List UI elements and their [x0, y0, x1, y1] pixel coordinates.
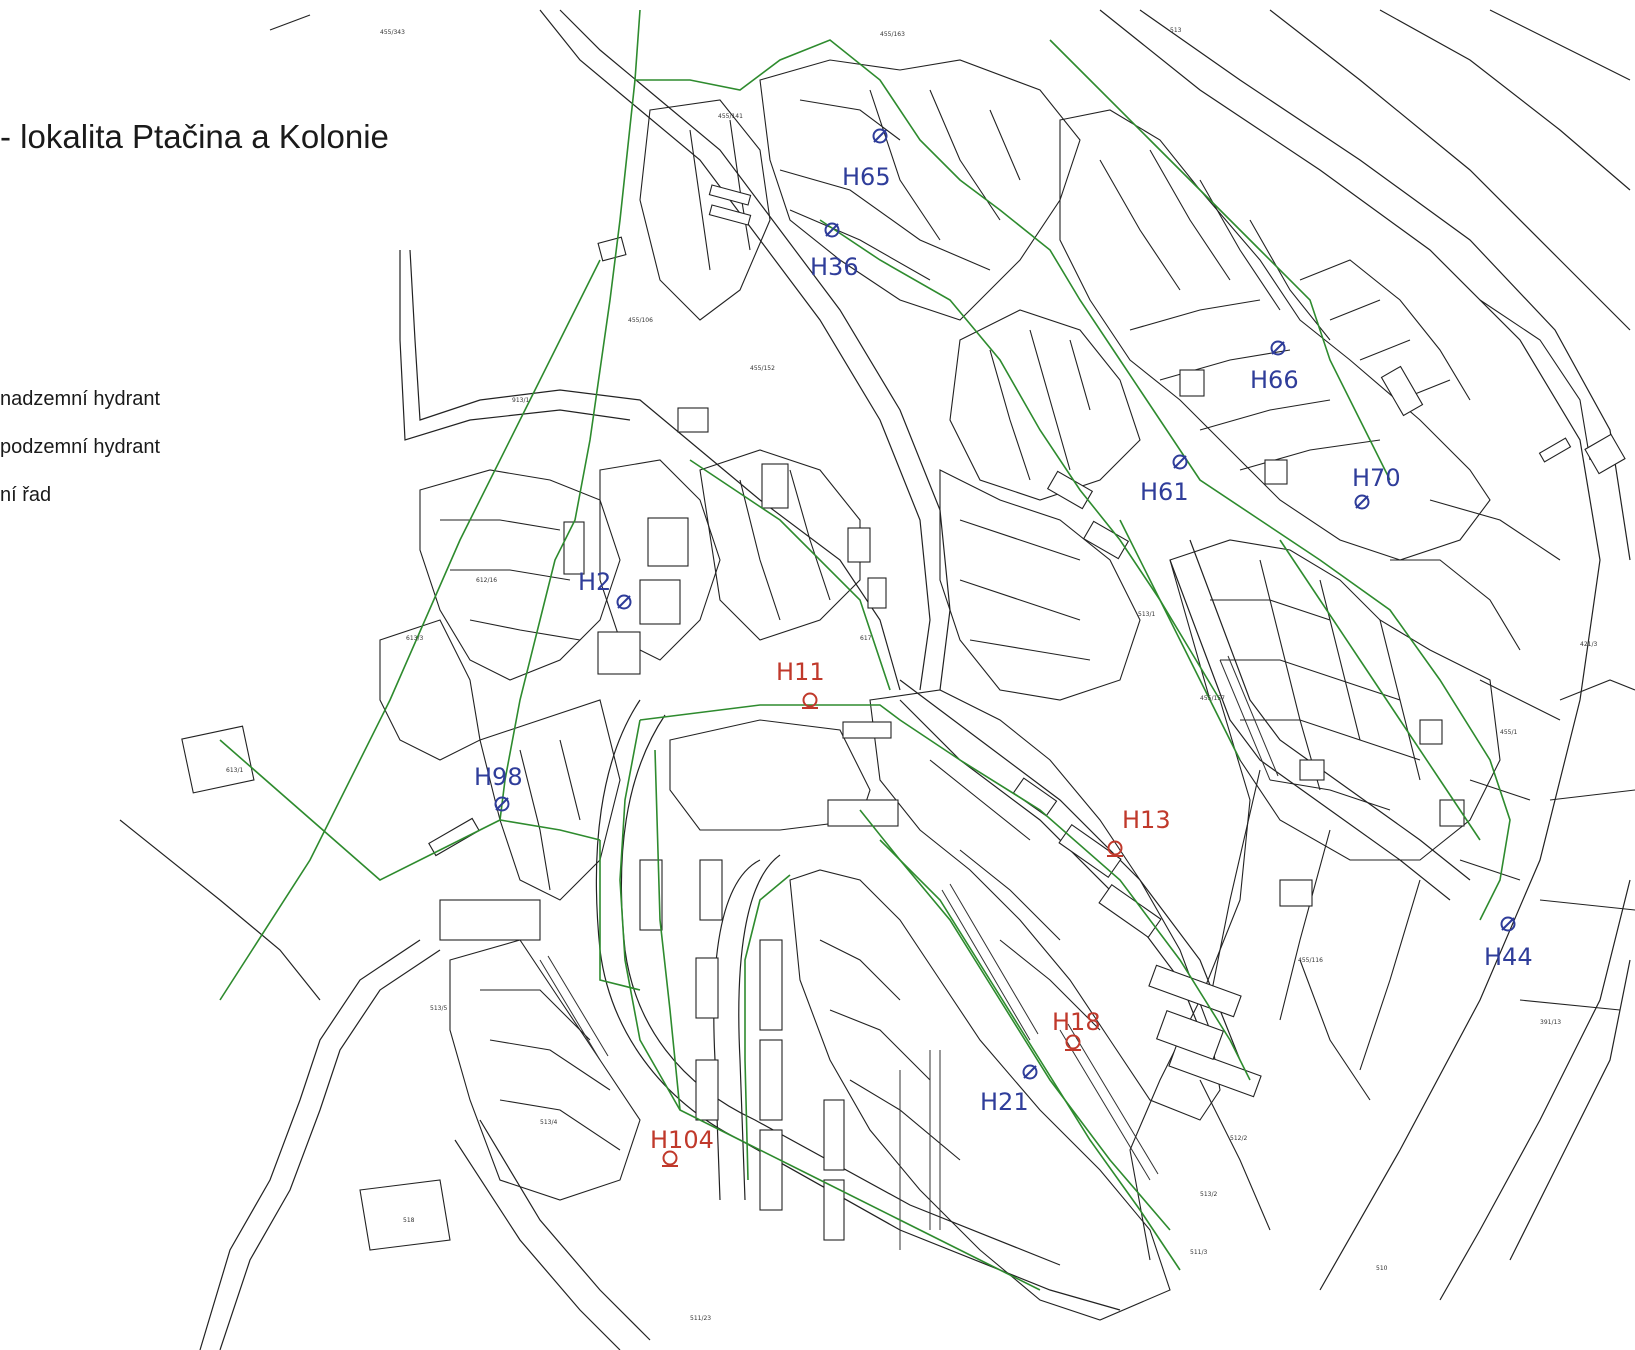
parcel-boundaries	[359, 59, 1635, 1321]
hydrant-symbol-bar	[617, 595, 631, 609]
hydrant-symbol-bar	[1501, 917, 1515, 931]
svg-text:421/3: 421/3	[1580, 641, 1597, 648]
hydrant-label: H66	[1250, 366, 1299, 394]
hydrant-label: H61	[1140, 478, 1189, 506]
hydrant-h2[interactable]: H2	[578, 568, 632, 610]
hydrant-symbol	[1270, 340, 1286, 356]
hydrant-symbol	[616, 594, 632, 610]
hydrant-h65[interactable]: H65	[842, 128, 891, 192]
svg-text:455/157: 455/157	[1200, 695, 1225, 702]
svg-text:513/1: 513/1	[1138, 611, 1155, 618]
map-title: - lokalita Ptačina a Kolonie	[0, 118, 389, 155]
svg-text:455/1: 455/1	[1500, 729, 1517, 736]
svg-text:455/116: 455/116	[1298, 957, 1323, 964]
svg-text:513/4: 513/4	[540, 1119, 557, 1126]
hydrant-h21[interactable]: H21	[980, 1064, 1038, 1117]
svg-text:455/106: 455/106	[628, 317, 653, 324]
hydrant-symbol	[494, 796, 510, 812]
hydrant-symbol	[1354, 494, 1370, 510]
legend-above-ground: nadzemní hydrant	[0, 388, 161, 410]
svg-text:511/23: 511/23	[690, 1315, 711, 1322]
svg-text:510: 510	[1376, 1265, 1388, 1272]
hydrant-symbol	[1107, 840, 1123, 856]
hydrant-symbol	[1172, 454, 1188, 470]
hydrant-symbol-bar	[1355, 495, 1369, 509]
hydrant-h36[interactable]: H36	[810, 222, 859, 282]
hydrant-symbol	[872, 128, 888, 144]
svg-text:613/1: 613/1	[226, 767, 243, 774]
hydrant-h18[interactable]: H18	[1052, 1008, 1101, 1051]
svg-text:612/16: 612/16	[476, 577, 497, 584]
hydrant-symbol-bar	[495, 797, 509, 811]
hydrant-label: H21	[980, 1088, 1029, 1116]
hydrant-h104[interactable]: H104	[650, 1126, 714, 1167]
svg-text:513: 513	[1170, 27, 1182, 34]
hydrant-h11[interactable]: H11	[776, 658, 825, 709]
hydrant-label: H65	[842, 163, 891, 191]
buildings	[181, 184, 1626, 1241]
svg-text:518: 518	[403, 1217, 415, 1224]
hydrant-h13[interactable]: H13	[1107, 806, 1171, 857]
svg-text:513/2: 513/2	[1200, 1191, 1217, 1198]
hydrant-label: H13	[1122, 806, 1171, 834]
hydrant-label: H70	[1352, 464, 1401, 492]
svg-text:913/1: 913/1	[512, 397, 529, 404]
hydrant-label: H2	[578, 568, 611, 596]
parcel-number-labels: 455/343 455/106 913/1 612/16 613/3 613/1…	[226, 27, 1597, 1322]
svg-text:613/3: 613/3	[406, 635, 423, 642]
hydrant-symbol	[802, 692, 818, 708]
hydrant-h70[interactable]: H70	[1352, 464, 1401, 510]
legend-underground: podzemní hydrant	[0, 436, 161, 458]
hydrant-symbol-bar	[1271, 341, 1285, 355]
road-network	[119, 9, 1631, 1350]
svg-text:455/163: 455/163	[880, 31, 905, 38]
hydrant-h66[interactable]: H66	[1250, 340, 1299, 395]
hydrant-symbol	[1022, 1064, 1038, 1080]
svg-text:455/343: 455/343	[380, 29, 405, 36]
svg-text:455/141: 455/141	[718, 113, 743, 120]
hydrant-label: H36	[810, 253, 859, 281]
svg-text:511/3: 511/3	[1190, 1249, 1207, 1256]
hydrant-h98[interactable]: H98	[474, 763, 523, 812]
hydrant-symbol	[1065, 1034, 1081, 1050]
hydrant-symbol	[1500, 916, 1516, 932]
hydrant-label: H18	[1052, 1008, 1101, 1036]
water-main-network	[219, 9, 1511, 1291]
hydrant-label: H11	[776, 658, 825, 686]
svg-text:391/13: 391/13	[1540, 1019, 1561, 1026]
hydrant-symbol-bar	[825, 223, 839, 237]
hydrant-symbol-bar	[873, 129, 887, 143]
hydrant-symbol-bar	[1173, 455, 1187, 469]
hydrant-h44[interactable]: H44	[1484, 916, 1533, 972]
hydrant-label: H98	[474, 763, 523, 791]
legend-water-main: ní řad	[0, 484, 52, 506]
svg-text:455/152: 455/152	[750, 365, 775, 372]
terrace-rows	[539, 655, 1279, 1250]
svg-text:512/2: 512/2	[1230, 1135, 1247, 1142]
svg-text:617: 617	[860, 635, 872, 642]
hydrant-label: H44	[1484, 943, 1533, 971]
hydrant-h61[interactable]: H61	[1140, 454, 1189, 507]
hydrant-symbol-bar	[1023, 1065, 1037, 1079]
map-legend: nadzemní hydrant podzemní hydrant ní řad	[0, 388, 160, 532]
hydrant-symbol	[824, 222, 840, 238]
hydrant-symbol	[662, 1150, 678, 1166]
svg-text:513/5: 513/5	[430, 1005, 447, 1012]
hydrant-label: H104	[650, 1126, 714, 1154]
